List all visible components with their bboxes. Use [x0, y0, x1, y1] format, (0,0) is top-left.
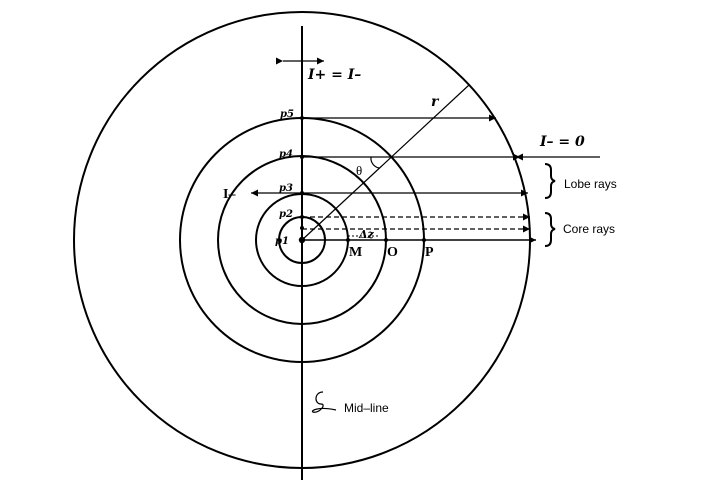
- balance-label: I+ = I–: [307, 67, 361, 83]
- point-label-p4: p4: [279, 149, 293, 160]
- point-label-p3: p3: [279, 183, 293, 194]
- point-p2b: [300, 215, 304, 219]
- core-rays-label: Core rays: [563, 222, 615, 236]
- point-m: [346, 238, 350, 242]
- theta-label: θ: [356, 163, 362, 178]
- point-o: [384, 238, 388, 242]
- point-p4: [300, 155, 304, 159]
- theta-arc: [370, 156, 380, 169]
- point-label-p5: p5: [280, 109, 294, 120]
- point-p5: [300, 116, 304, 120]
- mid-line-label: Mid–line: [344, 401, 389, 415]
- delta-z-label: Δz: [358, 228, 375, 241]
- point-p3: [300, 191, 304, 195]
- radius-label: r: [431, 94, 440, 110]
- lobe-rays-label: Lobe rays: [564, 177, 617, 191]
- point-p1: [298, 236, 306, 244]
- point-label-m: M: [349, 245, 362, 260]
- i-minus-label: I–: [223, 187, 236, 202]
- zero-intensity-label: I– = 0: [539, 134, 585, 150]
- point-p2: [300, 226, 304, 230]
- point-p: [422, 238, 426, 242]
- point-label-p: P: [425, 245, 434, 260]
- radius-line: [301, 84, 470, 241]
- point-label-p1: p1: [275, 236, 289, 247]
- core-rays-brace: [544, 212, 556, 247]
- point-label-p2: p2: [279, 209, 293, 220]
- mid-line-leader: [311, 391, 337, 413]
- point-label-o: O: [387, 245, 398, 260]
- lobe-rays-brace: [544, 163, 556, 199]
